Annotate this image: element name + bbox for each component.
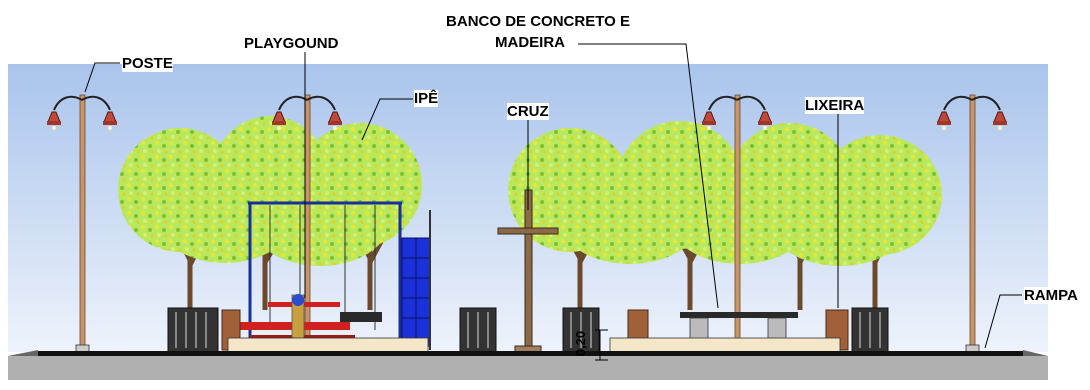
ramp-right [1023, 350, 1048, 356]
concrete-wood-bench [340, 312, 798, 341]
dimension-marker [595, 329, 608, 361]
label-poste: POSTE [122, 55, 173, 72]
label-banco-line1: BANCO DE CONCRETO E [423, 13, 653, 30]
label-rampa: RAMPA [1024, 287, 1078, 304]
ground-line [38, 351, 1023, 356]
label-dimension: 0,20 [573, 330, 589, 357]
ramp-left [8, 350, 38, 356]
label-ipe: IPÊ [414, 90, 439, 107]
label-lixeira: LIXEIRA [805, 97, 865, 114]
label-cruz: CRUZ [507, 103, 549, 120]
label-playground: PLAYGOUND [244, 35, 339, 52]
slide [401, 210, 431, 350]
ground-slab [8, 356, 1048, 380]
label-banco-line2: MADEIRA [495, 34, 565, 51]
leader-lines [84, 43, 1022, 349]
planter-stripes [175, 312, 881, 348]
